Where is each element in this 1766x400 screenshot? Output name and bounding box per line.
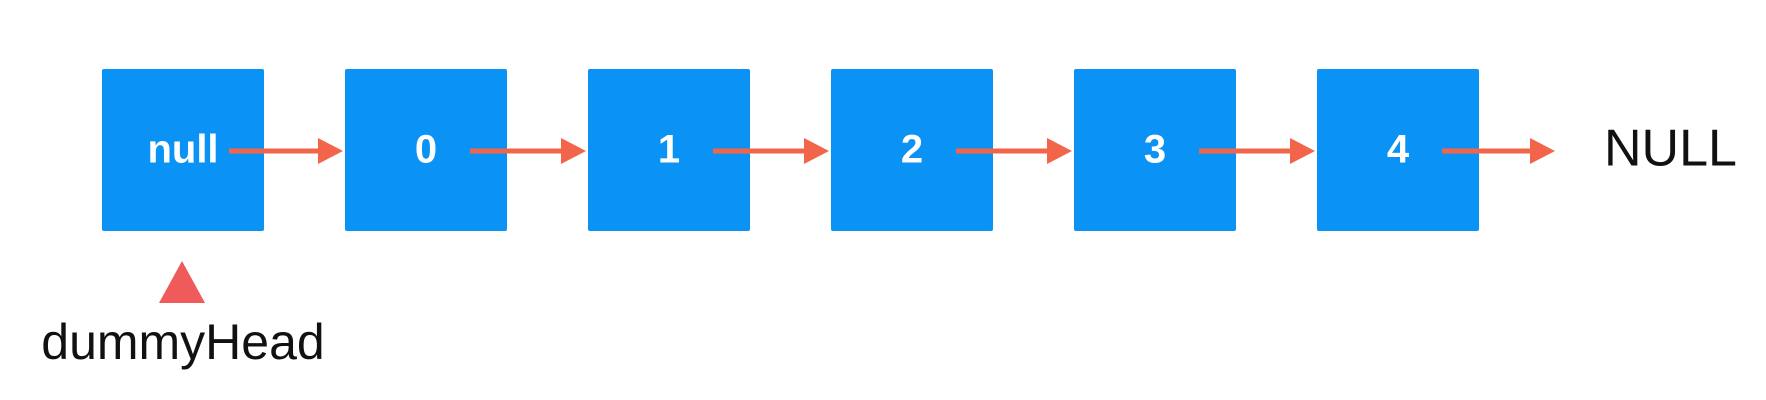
next-arrow	[956, 138, 1072, 164]
node-box	[345, 69, 507, 231]
next-arrow	[470, 138, 586, 164]
node-label: null	[147, 128, 218, 172]
node-label: 2	[901, 128, 923, 172]
next-arrow	[1442, 138, 1555, 164]
list-node-3: 3	[1074, 69, 1236, 231]
next-arrow	[229, 138, 343, 164]
node-label: 4	[1387, 128, 1410, 172]
pointer-triangle-icon	[159, 261, 205, 303]
list-node-1: 1	[588, 69, 750, 231]
list-node-2: 2	[831, 69, 993, 231]
node-box	[102, 69, 264, 231]
dummy-head-label: dummyHead	[41, 314, 324, 370]
terminal-null-label: NULL	[1604, 120, 1737, 178]
next-arrow	[713, 138, 829, 164]
node-label: 3	[1144, 128, 1166, 172]
node-label: 1	[658, 128, 680, 172]
list-node-4: 4	[1317, 69, 1479, 231]
node-box	[1317, 69, 1479, 231]
list-node-0: 0	[345, 69, 507, 231]
node-box	[1074, 69, 1236, 231]
next-arrow	[1199, 138, 1315, 164]
node-label: 0	[415, 128, 437, 172]
list-node-null: null	[102, 69, 264, 231]
node-box	[831, 69, 993, 231]
node-box	[588, 69, 750, 231]
